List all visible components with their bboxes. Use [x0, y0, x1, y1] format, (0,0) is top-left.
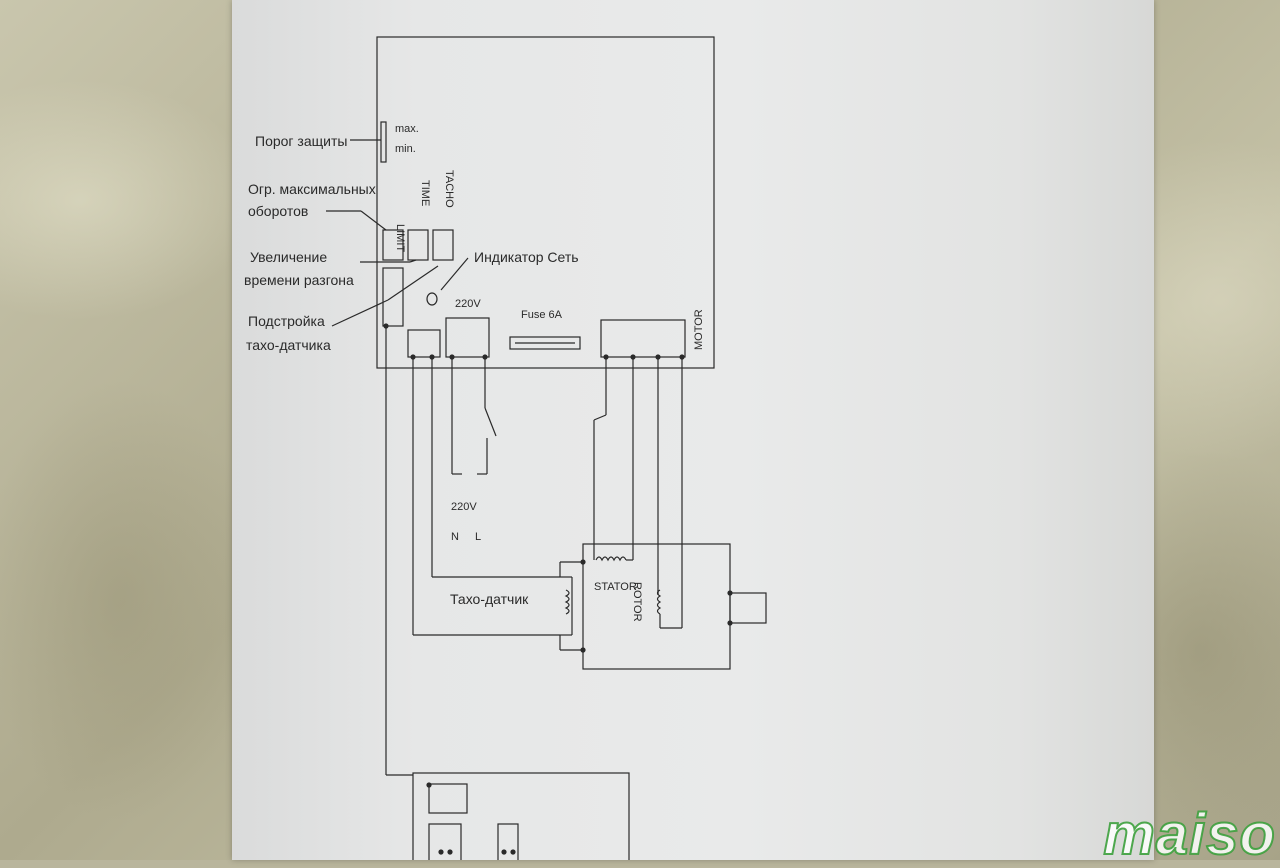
indicator-label: Индикатор Сеть — [474, 249, 579, 265]
tacho-sensor-label: Тахо-датчик — [450, 591, 529, 607]
tacho-connector — [407, 329, 441, 358]
time-pot-label: TIME — [419, 180, 431, 206]
limit-label-line1: Огр. максимальных — [248, 181, 376, 197]
tacho-adjust-label-line2: тахо-датчика — [246, 337, 331, 353]
motor-shaft — [729, 592, 767, 624]
max-label: max. — [395, 123, 419, 135]
power-connector — [445, 317, 490, 358]
limit-label-line2: оборотов — [248, 203, 308, 219]
stator-label: STATOR — [594, 581, 637, 593]
maiso-watermark: maiso — [1102, 801, 1276, 868]
tacho-adjust-trimmer — [382, 267, 404, 327]
threshold-trimmer — [380, 121, 387, 163]
controller-board — [376, 36, 715, 369]
second-board — [412, 772, 630, 860]
limit-pot-label: LIMIT — [394, 224, 406, 252]
fuse-label: Fuse 6A — [521, 309, 563, 321]
neutral-label: N — [451, 531, 459, 543]
accel-label-line1: Увеличение — [250, 249, 327, 265]
stator-coil — [595, 556, 627, 562]
threshold-label: Порог защиты — [255, 133, 347, 149]
motor-connector — [600, 319, 686, 358]
board-220v-label: 220V — [455, 298, 481, 310]
motor-label: MOTOR — [693, 309, 705, 350]
live-label: L — [475, 531, 481, 543]
tacho-coil — [564, 589, 570, 615]
rotor-label: ROTOR — [631, 582, 643, 622]
terminal-dots — [383, 323, 733, 855]
tacho-pot-label: TACHO — [443, 170, 455, 208]
tacho-pot — [432, 229, 454, 261]
min-label: min. — [395, 143, 416, 155]
input-220v-label: 220V — [451, 501, 477, 513]
motor-body — [582, 543, 731, 670]
power-indicator-led — [426, 292, 438, 306]
fuse-holder — [509, 336, 581, 350]
time-pot — [407, 229, 429, 261]
limit-pot — [382, 229, 404, 261]
tacho-adjust-label-line1: Подстройка — [248, 313, 325, 329]
accel-label-line2: времени разгона — [244, 272, 354, 288]
